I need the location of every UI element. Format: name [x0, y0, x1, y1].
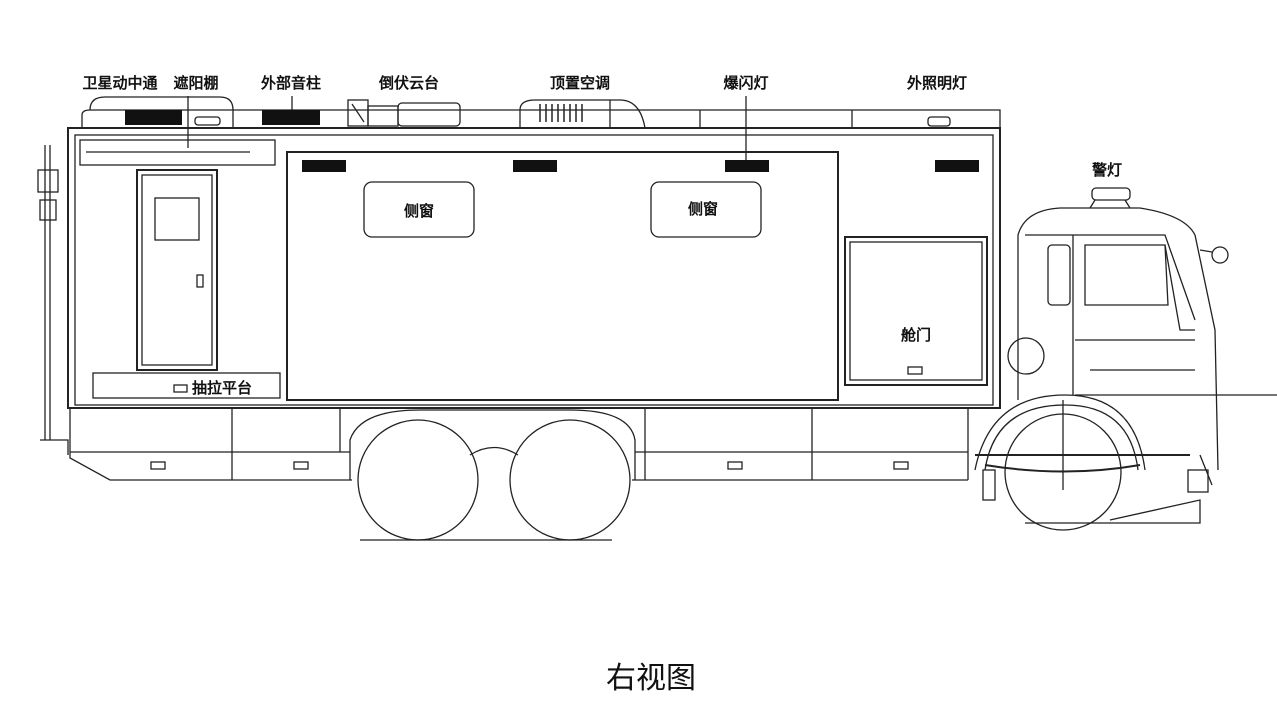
sunshade [79, 139, 276, 166]
telescopic-mast [37, 145, 69, 455]
satcom-unit [125, 110, 182, 125]
body-box: 侧窗 侧窗 抽拉平台 舱门 [67, 127, 1001, 409]
side-window-label: 侧窗 [688, 200, 718, 218]
pull-platform [92, 372, 281, 399]
label-satcom: 卫星动中通 [82, 74, 157, 92]
flood-light-unit [927, 116, 951, 127]
side-window-label: 侧窗 [404, 202, 434, 220]
label-roof-ac: 顶置空调 [550, 74, 610, 92]
cabin-door [844, 236, 988, 386]
roof-light [194, 116, 221, 126]
roof-ac-unit [519, 99, 646, 129]
handle-icon [173, 384, 188, 393]
rear-wheel-2 [509, 419, 631, 541]
main-side-panel [286, 151, 839, 401]
rear-wheel-1 [357, 419, 479, 541]
speaker-unit [262, 110, 320, 125]
view-caption: 右视图 [606, 661, 696, 696]
strobe-light [302, 160, 346, 172]
label-flood-light: 外照明灯 [906, 74, 967, 92]
strobe-light [935, 160, 979, 172]
entry-door [136, 169, 218, 371]
pan-tilt-unit [347, 99, 461, 127]
label-sunshade: 遮阳棚 [173, 74, 218, 92]
leader-lines [187, 96, 747, 165]
cabin-door-label: 舱门 [901, 326, 931, 344]
strobe-light [513, 160, 557, 172]
label-strobe: 爆闪灯 [723, 74, 768, 92]
roof-equipment [81, 96, 1001, 129]
warning-light-unit [1091, 187, 1131, 201]
strobe-light [725, 160, 769, 172]
pull-platform-label: 抽拉平台 [192, 379, 252, 397]
label-pan-tilt: 倒伏云台 [378, 74, 439, 92]
lower-compartments [69, 408, 969, 481]
side-window [363, 181, 475, 238]
side-window [650, 181, 762, 238]
label-warning-light: 警灯 [1091, 161, 1122, 179]
truck-cab [974, 187, 1277, 501]
label-speaker: 外部音柱 [260, 74, 321, 92]
